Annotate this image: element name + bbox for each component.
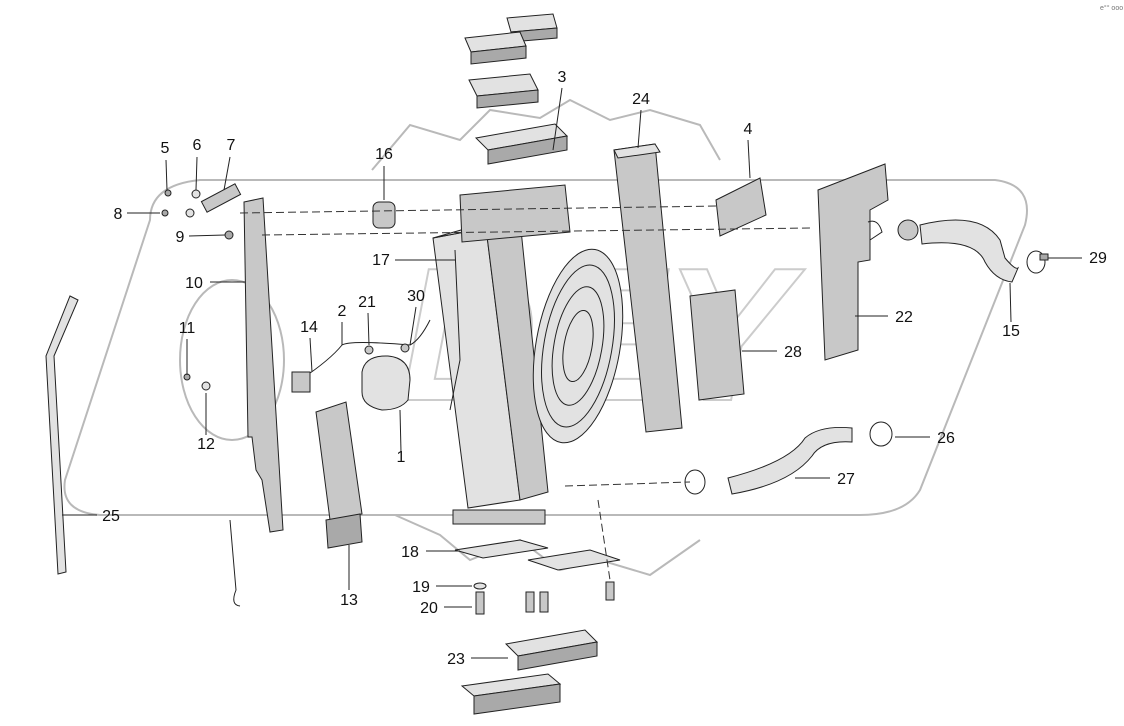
callout-number: 22 — [895, 309, 913, 326]
callout-number: 4 — [744, 121, 753, 138]
callout-number: 13 — [340, 592, 358, 609]
callout-22: 22 — [855, 309, 913, 326]
radiator-core — [432, 184, 571, 509]
callout-11: 11 — [179, 320, 196, 375]
callout-number: 21 — [358, 294, 376, 311]
callout-number: 18 — [401, 544, 419, 561]
callout-4: 4 — [744, 121, 753, 179]
callout-number: 11 — [179, 320, 196, 337]
part-10-left-plate — [243, 197, 284, 533]
callout-number: 25 — [102, 508, 120, 525]
callout-30: 30 — [407, 288, 425, 346]
callout-number: 10 — [185, 275, 203, 292]
callout-number: 26 — [937, 430, 955, 447]
callout-number: 6 — [193, 137, 202, 154]
callout-number: 19 — [412, 579, 430, 596]
callout-15: 15 — [1002, 282, 1020, 340]
callout-13: 13 — [340, 545, 358, 609]
fan-guard — [532, 248, 624, 444]
part-7-link-bar — [200, 183, 242, 213]
callout-24: 24 — [632, 91, 650, 149]
callout-number: 17 — [372, 252, 390, 269]
leader-line — [188, 234, 226, 237]
leader-line — [747, 139, 751, 179]
leader-line — [399, 409, 402, 453]
callout-number: 8 — [114, 206, 123, 223]
callout-number: 23 — [447, 651, 465, 668]
callout-number: 1 — [397, 449, 406, 466]
callout-5: 5 — [161, 140, 170, 191]
callout-number: 30 — [407, 288, 425, 305]
callout-number: 14 — [300, 319, 318, 336]
leader-line — [223, 156, 231, 191]
callout-25: 25 — [62, 508, 120, 525]
callout-14: 14 — [300, 319, 318, 373]
callout-number: 5 — [161, 140, 170, 157]
part-2-hose — [299, 319, 431, 381]
callout-number: 15 — [1002, 323, 1020, 340]
part-20-bolts — [473, 581, 615, 615]
alignment-lines — [239, 205, 813, 581]
part-4-bracket — [715, 177, 767, 237]
part-15-upper-hose — [897, 219, 1020, 283]
callout-number: 27 — [837, 471, 855, 488]
callout-1: 1 — [397, 409, 406, 466]
callout-number: 7 — [227, 137, 236, 154]
part-1-expansion-bottle — [361, 355, 411, 411]
part-22-side-panel — [817, 163, 889, 361]
hardware-bolts — [161, 189, 311, 393]
leader-line — [552, 87, 563, 151]
callout-number: 29 — [1089, 250, 1107, 267]
leader-line — [409, 306, 417, 346]
leader-line — [1009, 282, 1012, 323]
callout-2: 2 — [338, 303, 347, 345]
callout-10: 10 — [185, 275, 245, 292]
callout-number: 9 — [176, 229, 185, 246]
corner-mark: e°° ooo — [1100, 4, 1123, 12]
leader-line — [637, 109, 642, 149]
callout-27: 27 — [795, 471, 855, 488]
callout-number: 20 — [420, 600, 438, 617]
callout-6: 6 — [193, 137, 202, 191]
part-3-foam-pads-top — [464, 13, 569, 165]
leader-line — [309, 337, 313, 373]
part-29-hose-clamp — [1026, 250, 1049, 274]
leader-line — [195, 156, 198, 191]
part-27-lower-hose — [684, 421, 893, 495]
callout-26: 26 — [895, 430, 955, 447]
callout-19: 19 — [412, 579, 472, 596]
callout-3: 3 — [552, 69, 567, 151]
callout-17: 17 — [372, 252, 455, 269]
part-28-foam-block — [689, 289, 745, 401]
callout-21: 21 — [358, 294, 376, 346]
callout-16: 16 — [375, 146, 393, 200]
callout-8: 8 — [114, 206, 160, 223]
leader-line — [367, 312, 370, 346]
leader-line — [165, 159, 168, 191]
part-25-rod — [45, 295, 241, 607]
part-24-seal-strip — [613, 143, 683, 433]
part-23-foam-pads-bottom — [460, 629, 599, 715]
callout-number: 28 — [784, 344, 802, 361]
callout-23: 23 — [447, 651, 508, 668]
callout-20: 20 — [420, 600, 472, 617]
callout-number: 2 — [338, 303, 347, 320]
callout-28: 28 — [742, 344, 802, 361]
callout-number: 12 — [197, 436, 215, 453]
part-16-rubber-mount — [372, 201, 396, 229]
callout-29: 29 — [1048, 250, 1107, 267]
callout-number: 16 — [375, 146, 393, 163]
callout-number: 3 — [558, 69, 567, 86]
part-18-base-plates — [452, 509, 621, 571]
callout-12: 12 — [197, 393, 215, 453]
part-13-foam-strip — [315, 401, 363, 549]
callout-18: 18 — [401, 544, 460, 561]
callout-9: 9 — [176, 229, 226, 246]
callout-7: 7 — [223, 137, 236, 191]
callout-number: 24 — [632, 91, 650, 108]
